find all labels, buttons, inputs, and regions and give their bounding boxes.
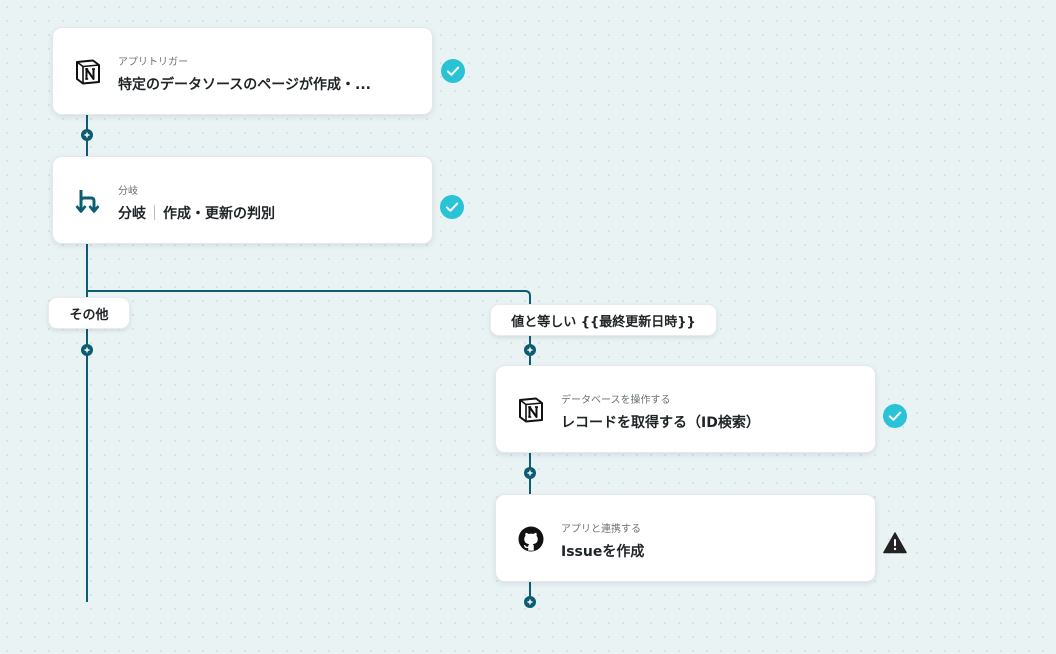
flow-step-card-branch[interactable]: 分岐 分岐作成・更新の判別 <box>52 156 433 244</box>
step-title: 分岐 作成・更新の判別 <box>118 203 275 223</box>
step-title: 特定のデータソースのページが作成・... <box>118 77 371 93</box>
title-divider <box>154 205 155 220</box>
connector-line <box>87 290 531 305</box>
branch-icon <box>74 187 102 215</box>
step-title-detail: 作成・更新の判別 <box>163 206 275 222</box>
step-title-main: 分岐 <box>118 206 146 222</box>
github-icon <box>517 525 545 553</box>
notion-icon <box>74 58 102 86</box>
check-icon <box>883 404 907 428</box>
check-icon <box>440 195 464 219</box>
add-step-dot[interactable] <box>524 344 536 356</box>
add-step-dot[interactable] <box>81 344 93 356</box>
add-step-dot[interactable] <box>81 129 93 141</box>
flow-step-card-db-operation[interactable]: データベースを操作する レコードを取得する（ID検索） <box>495 365 876 453</box>
add-step-dot[interactable] <box>524 596 536 608</box>
step-label: アプリトリガー <box>118 57 188 68</box>
step-title: Issueを作成 <box>561 544 645 560</box>
notion-icon <box>517 396 545 424</box>
flow-step-card-github[interactable]: アプリと連携する Issueを作成 <box>495 494 876 582</box>
step-title: レコードを取得する（ID検索） <box>561 415 760 431</box>
warning-icon <box>883 531 907 555</box>
step-label: アプリと連携する <box>561 524 641 535</box>
flow-step-card-trigger[interactable]: アプリトリガー 特定のデータソースのページが作成・... <box>52 27 433 115</box>
add-step-dots <box>81 129 536 608</box>
check-icon <box>441 59 465 83</box>
branch-label-condition[interactable]: 値と等しい {{最終更新日時}} <box>490 304 717 336</box>
add-step-dot[interactable] <box>524 467 536 479</box>
branch-label-other[interactable]: その他 <box>48 297 130 329</box>
step-label: データベースを操作する <box>561 395 671 406</box>
step-label: 分岐 <box>118 186 138 197</box>
